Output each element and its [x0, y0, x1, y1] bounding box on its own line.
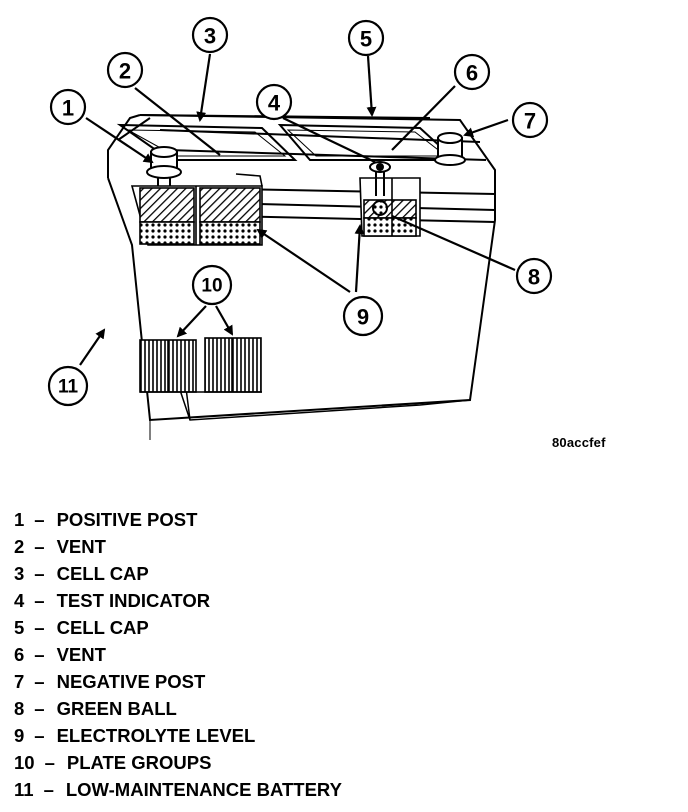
legend-label: LOW-MAINTENANCE BATTERY [65, 779, 342, 800]
legend-number: 8 [14, 698, 25, 719]
cutaway-left-cells [130, 173, 263, 246]
legend-number: 6 [14, 644, 25, 665]
legend-item: 9–ELECTROLYTE LEVEL [14, 722, 614, 749]
legend-separator: – [34, 509, 45, 530]
legend-item: 11–LOW-MAINTENANCE BATTERY [14, 776, 614, 803]
callout-3: 3 [204, 24, 216, 49]
legend-item: 10–PLATE GROUPS [14, 749, 614, 776]
legend-separator: – [34, 617, 45, 638]
legend-separator: – [43, 779, 54, 800]
legend-item: 8–GREEN BALL [14, 695, 614, 722]
callout-6: 6 [466, 61, 478, 86]
callout-circles [47, 16, 553, 407]
legend-separator: – [34, 590, 45, 611]
legend-label: TEST INDICATOR [56, 590, 211, 611]
legend-separator: – [34, 671, 45, 692]
legend-number: 3 [14, 563, 25, 584]
callout-10: 10 [201, 276, 222, 297]
callout-5: 5 [360, 27, 372, 52]
callout-labels: 1 2 3 4 5 6 7 8 9 10 11 [58, 24, 540, 398]
legend-label: GREEN BALL [56, 698, 177, 719]
legend-label: PLATE GROUPS [66, 752, 212, 773]
callout-2: 2 [119, 59, 131, 84]
legend-number: 5 [14, 617, 25, 638]
legend-number: 11 [14, 779, 34, 800]
callout-8: 8 [528, 265, 540, 290]
legend-item: 6–VENT [14, 641, 614, 668]
battery-diagram: 1 2 3 4 5 6 7 8 9 10 11 [47, 16, 553, 440]
negative-post [434, 132, 466, 166]
legend-separator: – [34, 725, 45, 746]
callout-4: 4 [268, 91, 281, 116]
legend-label: POSITIVE POST [56, 509, 198, 530]
test-indicator [369, 161, 391, 216]
plate-groups [139, 337, 262, 393]
positive-post [146, 146, 182, 205]
legend-number: 10 [14, 752, 35, 773]
legend-label: CELL CAP [56, 563, 149, 584]
figure-id: 80accfef [552, 435, 606, 450]
legend-separator: – [34, 563, 45, 584]
legend-item: 7–NEGATIVE POST [14, 668, 614, 695]
callout-1: 1 [62, 96, 74, 121]
legend-label: VENT [56, 644, 106, 665]
legend-label: NEGATIVE POST [56, 671, 206, 692]
legend-label: ELECTROLYTE LEVEL [56, 725, 256, 746]
legend-label: VENT [56, 536, 106, 557]
legend-separator: – [34, 644, 45, 665]
legend-separator: – [34, 698, 45, 719]
legend-number: 9 [14, 725, 25, 746]
legend: 1–POSITIVE POST 2–VENT 3–CELL CAP 4–TEST… [14, 506, 614, 803]
legend-number: 4 [14, 590, 25, 611]
legend-item: 2–VENT [14, 533, 614, 560]
cutaway-right-cells [359, 177, 421, 237]
callout-11: 11 [58, 377, 79, 398]
legend-separator: – [44, 752, 55, 773]
callout-9: 9 [357, 305, 369, 330]
legend-number: 2 [14, 536, 25, 557]
legend-label: CELL CAP [56, 617, 149, 638]
legend-number: 1 [14, 509, 25, 530]
legend-number: 7 [14, 671, 25, 692]
legend-item: 1–POSITIVE POST [14, 506, 614, 533]
legend-item: 4–TEST INDICATOR [14, 587, 614, 614]
legend-item: 3–CELL CAP [14, 560, 614, 587]
callout-7: 7 [524, 109, 536, 134]
leader-lines [79, 53, 516, 366]
legend-item: 5–CELL CAP [14, 614, 614, 641]
legend-separator: – [34, 536, 45, 557]
